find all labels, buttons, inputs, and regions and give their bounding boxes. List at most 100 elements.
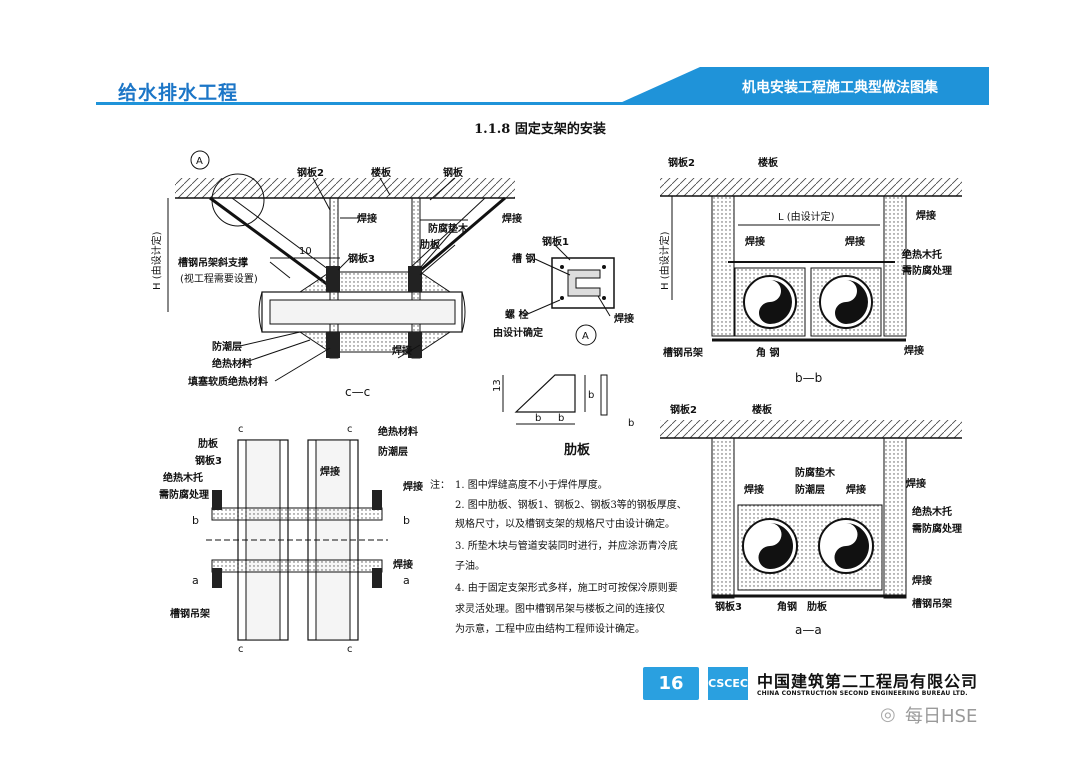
aa-label-weld-tl: 焊接 — [744, 483, 764, 496]
aa-label-channel: 槽钢吊架 — [912, 597, 952, 610]
header-divider — [96, 102, 989, 105]
aa-label-rib: 肋板 — [807, 600, 828, 613]
side-c-top-r: c — [347, 424, 353, 435]
rib-caption: 肋板 — [564, 442, 591, 458]
bb-weld-r: 焊接 — [845, 235, 865, 248]
aa-caption: a—a — [795, 623, 822, 637]
wechat-icon: ◎ — [880, 704, 896, 725]
watermark: 每日HSE — [905, 706, 978, 727]
notes-prefix: 注： — [430, 480, 450, 491]
cc-label-rib: 肋板 — [420, 238, 441, 251]
cc-height-h: H (由设计定) — [150, 231, 163, 290]
bb-anticorrosion: 需防腐处理 — [902, 264, 952, 277]
bb-height-h: H (由设计定) — [658, 231, 671, 290]
bb-weld-bottom: 焊接 — [904, 344, 924, 357]
a-label-steel-plate-1: 钢板1 — [542, 235, 569, 248]
bb-label-floor: 楼板 — [758, 156, 779, 169]
callout-a-top: A — [196, 156, 203, 167]
bb-caption: b—b — [795, 371, 822, 385]
aa-label-floor: 楼板 — [752, 403, 773, 416]
header-right-title: 机电安装工程施工典型做法图集 — [742, 80, 938, 96]
rib-dim-b-side: b — [628, 418, 634, 429]
side-label-weld-2: 焊接 — [403, 480, 423, 493]
figure-bb: H (由设计定) 钢板2 楼板 L (由设计定) 焊接 焊接 焊接 绝热木托 需… — [658, 156, 962, 385]
cc-label-insulation: 绝热材料 — [212, 357, 252, 370]
cc-label-weld-top: 焊接 — [357, 212, 377, 225]
bb-length-l: L (由设计定) — [778, 210, 835, 223]
a-label-weld: 焊接 — [614, 312, 634, 325]
cc-label-steel-plate-2: 钢板2 — [297, 166, 324, 179]
rib-dim-b-h: b — [588, 390, 594, 401]
side-label-weld-1: 焊接 — [320, 465, 340, 478]
figure-aa: 钢板2 楼板 焊接 防腐垫木 防潮层 焊接 焊接 绝热木托 需防腐处理 钢板3 … — [660, 403, 962, 637]
cc-label-brace-note: (视工程需要设置) — [180, 272, 258, 285]
side-c-bot-r: c — [347, 644, 353, 655]
side-label-rib: 肋板 — [198, 437, 219, 450]
bb-wood-support: 绝热木托 — [902, 248, 942, 261]
side-label-weld-3: 焊接 — [393, 558, 413, 571]
aa-label-weld-m: 焊接 — [846, 483, 866, 496]
aa-label-wood: 绝热木托 — [912, 505, 952, 518]
aa-label-steel-plate-2: 钢板2 — [670, 403, 697, 416]
note-line-3: 规格尺寸，以及槽钢支架的规格尺寸由设计确定。 — [455, 519, 675, 530]
side-a-l: a — [192, 574, 199, 587]
a-label-bolt: 螺 栓 — [505, 308, 528, 321]
bb-angle-steel: 角 钢 — [756, 346, 779, 359]
aa-label-angle: 角钢 — [777, 600, 797, 613]
bb-weld-side: 焊接 — [916, 209, 936, 222]
cc-label-filler: 填塞软质绝热材料 — [188, 375, 268, 388]
cc-label-anticorrosion-wood: 防腐垫木 — [428, 222, 469, 235]
note-line-1: 1. 图中焊缝高度不小于焊件厚度。 — [455, 480, 608, 491]
aa-label-weld-tr: 焊接 — [906, 477, 926, 490]
bb-label-steel-plate-2: 钢板2 — [668, 156, 695, 169]
note-line-6: 4. 由于固定支架形式多样，施工时可按保冷原则要 — [455, 583, 678, 594]
company-name-cn: 中国建筑第二工程局有限公司 — [757, 672, 979, 691]
aa-label-weld-br: 焊接 — [912, 574, 932, 587]
cc-dim-10: 10 — [299, 246, 312, 257]
rib-dim-b-w2: b — [558, 413, 564, 424]
side-c-bot-l: c — [238, 644, 244, 655]
cc-label-floor: 楼板 — [371, 166, 392, 179]
rib-dim-b-w: b — [535, 413, 541, 424]
note-line-4: 3. 所垫木块与管道安装同时进行，并应涂沥青冷底 — [455, 541, 678, 552]
aa-label-anticorrosion: 需防腐处理 — [912, 522, 962, 535]
page-number: 16 — [643, 667, 699, 700]
side-b-l: b — [192, 514, 199, 527]
aa-label-plate3: 钢板3 — [715, 600, 742, 613]
side-label-channel: 槽钢吊架 — [170, 607, 210, 620]
figure-cc: A H (由设计定) 10 — [150, 150, 522, 399]
company-logo: CSCEC — [708, 667, 748, 700]
figure-rib: 13 b b b b 肋板 — [492, 374, 634, 458]
side-label-insulation: 绝热材料 — [378, 425, 418, 438]
side-c-top-l: c — [238, 424, 244, 435]
bb-channel-hanger: 槽钢吊架 — [663, 346, 703, 359]
figure-side: c c c c 肋板 钢板3 绝热木托 需防腐处理 b b a a 槽钢吊架 绝… — [159, 424, 423, 655]
cc-label-moisture: 防潮层 — [212, 340, 242, 353]
aa-label-moisture: 防潮层 — [795, 483, 825, 496]
cc-label-weld-right: 焊接 — [502, 212, 522, 225]
section-title: 1.1.8 固定支架的安装 — [474, 122, 606, 137]
a-callout: A — [582, 331, 589, 342]
note-line-2: 2. 图中肋板、钢板1、钢板2、钢板3等的钢板厚度、 — [455, 500, 687, 511]
side-a-r: a — [403, 574, 410, 587]
cc-caption: c—c — [345, 385, 370, 399]
aa-label-anticorrosion-wood: 防腐垫木 — [795, 466, 836, 479]
header-right-banner — [620, 67, 989, 103]
side-label-plate3: 钢板3 — [195, 454, 222, 467]
figure-a-detail: 钢板1 槽 钢 螺 栓 由设计确定 焊接 A — [493, 235, 634, 346]
note-line-8: 为示意，工程中应由结构工程师设计确定。 — [455, 624, 645, 635]
side-b-r: b — [403, 514, 410, 527]
side-label-anticorrosion: 需防腐处理 — [159, 488, 209, 501]
cc-label-steel-plate: 钢板 — [443, 166, 464, 179]
cc-label-weld-bottom: 焊接 — [392, 344, 412, 357]
bb-weld-l: 焊接 — [745, 235, 765, 248]
note-line-5: 子油。 — [455, 561, 485, 572]
company-name-en: CHINA CONSTRUCTION SECOND ENGINEERING BU… — [757, 690, 968, 697]
a-label-channel: 槽 钢 — [512, 252, 535, 265]
side-label-wood: 绝热木托 — [163, 471, 203, 484]
side-label-moisture: 防潮层 — [378, 445, 408, 458]
a-label-design: 由设计确定 — [493, 326, 543, 339]
note-line-7: 求灵活处理。图中槽钢吊架与楼板之间的连接仅 — [455, 604, 665, 615]
header-left-title: 给水排水工程 — [118, 82, 239, 104]
